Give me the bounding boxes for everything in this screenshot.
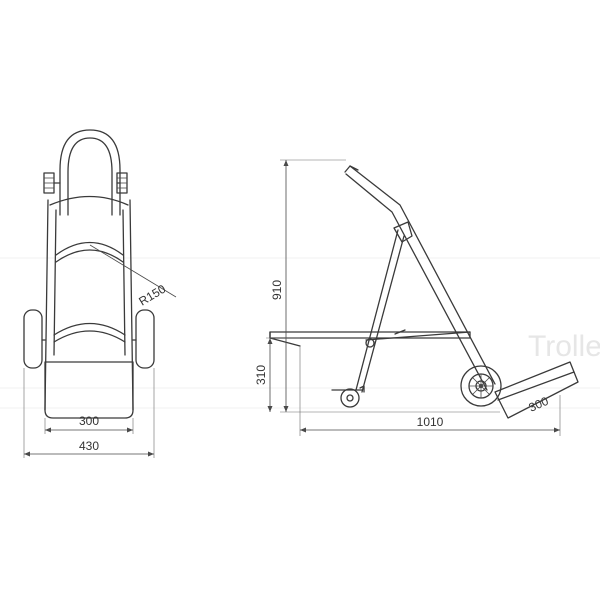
right-wheel xyxy=(135,309,155,369)
frame-left-rail-inner xyxy=(53,209,57,356)
radius-leader xyxy=(89,244,177,298)
inner-width-dimension xyxy=(44,418,134,434)
length-dimension xyxy=(299,346,561,436)
handle-outer xyxy=(59,129,121,216)
left-wheel xyxy=(23,309,43,369)
inner-width-label: 300 xyxy=(79,414,99,428)
bleed-trolley-text: Trolle xyxy=(528,330,600,363)
strut-bracket xyxy=(393,221,413,243)
front-view: R150 300 430 xyxy=(23,129,177,458)
overall-width-label: 430 xyxy=(79,439,99,453)
nose-plate xyxy=(494,361,579,419)
side-view: 910 310 1010 300 xyxy=(254,159,579,436)
frame-right-rail-inner xyxy=(122,209,126,356)
height-label: 910 xyxy=(270,280,284,300)
handle-inner xyxy=(67,137,113,216)
support-strut xyxy=(355,229,399,391)
overall-width-dimension xyxy=(23,368,155,458)
base-plate xyxy=(44,361,134,419)
platform-height-dimension xyxy=(266,337,300,412)
link-arm xyxy=(365,331,471,341)
platform-height-label: 310 xyxy=(254,365,268,385)
upper-crossbar xyxy=(49,195,129,206)
rear-wheel xyxy=(460,365,502,407)
castor-wheel xyxy=(331,385,365,408)
height-dimension xyxy=(280,159,346,412)
length-label: 1010 xyxy=(417,415,444,429)
link-pivot xyxy=(365,338,375,348)
lower-cradle xyxy=(53,322,126,336)
clamp-fittings xyxy=(43,172,128,194)
upper-cradle xyxy=(55,242,124,256)
main-frame-tube xyxy=(349,165,496,385)
nose-plate-label: 300 xyxy=(527,394,551,415)
radius-label: R150 xyxy=(136,282,168,309)
platform-left-drop xyxy=(269,331,301,347)
